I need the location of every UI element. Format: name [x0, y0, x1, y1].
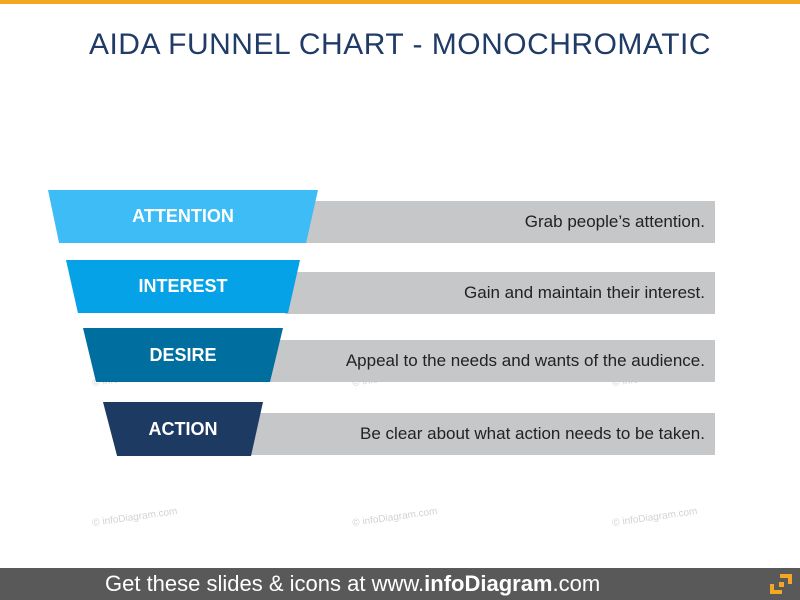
- footer-brand: infoDiagram: [424, 571, 553, 596]
- funnel-segment-interest: INTEREST: [66, 260, 300, 313]
- stage-description-bar: Appeal to the needs and wants of the aud…: [268, 340, 715, 382]
- stage-description: Grab people’s attention.: [524, 212, 705, 231]
- watermark: © infoDiagram.com: [351, 506, 439, 529]
- page-title: AIDA FUNNEL CHART - MONOCHROMATIC: [88, 28, 712, 61]
- footer-prefix: Get these slides & icons at www.: [105, 571, 425, 596]
- funnel-segment-label: ACTION: [148, 418, 218, 439]
- funnel-segment-label: INTEREST: [138, 276, 228, 296]
- footer-suffix: .com: [552, 571, 601, 596]
- watermark: © infoDiagram.com: [91, 506, 179, 529]
- stage-description-bar: Gain and maintain their interest.: [285, 272, 715, 314]
- brand-corner-icon: [770, 574, 792, 594]
- stage-description-bar: Be clear about what action needs to be t…: [250, 413, 715, 455]
- stage-description: Gain and maintain their interest.: [464, 283, 705, 302]
- stage-description: Appeal to the needs and wants of the aud…: [345, 351, 705, 370]
- funnel-segment-label: ATTENTION: [132, 206, 234, 226]
- footer-banner[interactable]: Get these slides & icons at www.infoDiag…: [0, 568, 800, 600]
- top-accent-line: [0, 0, 800, 4]
- funnel-segment-label: DESIRE: [149, 344, 217, 365]
- stage-description-bar: Grab people’s attention.: [300, 201, 715, 243]
- funnel-segment-action: ACTION: [103, 402, 263, 456]
- stage-description: Be clear about what action needs to be t…: [360, 424, 705, 443]
- funnel-segment-attention: ATTENTION: [48, 190, 318, 243]
- funnel-segment-desire: DESIRE: [83, 328, 283, 382]
- footer-link[interactable]: Get these slides & icons at www.infoDiag…: [105, 568, 600, 600]
- watermark: © infoDiagram.com: [611, 506, 699, 529]
